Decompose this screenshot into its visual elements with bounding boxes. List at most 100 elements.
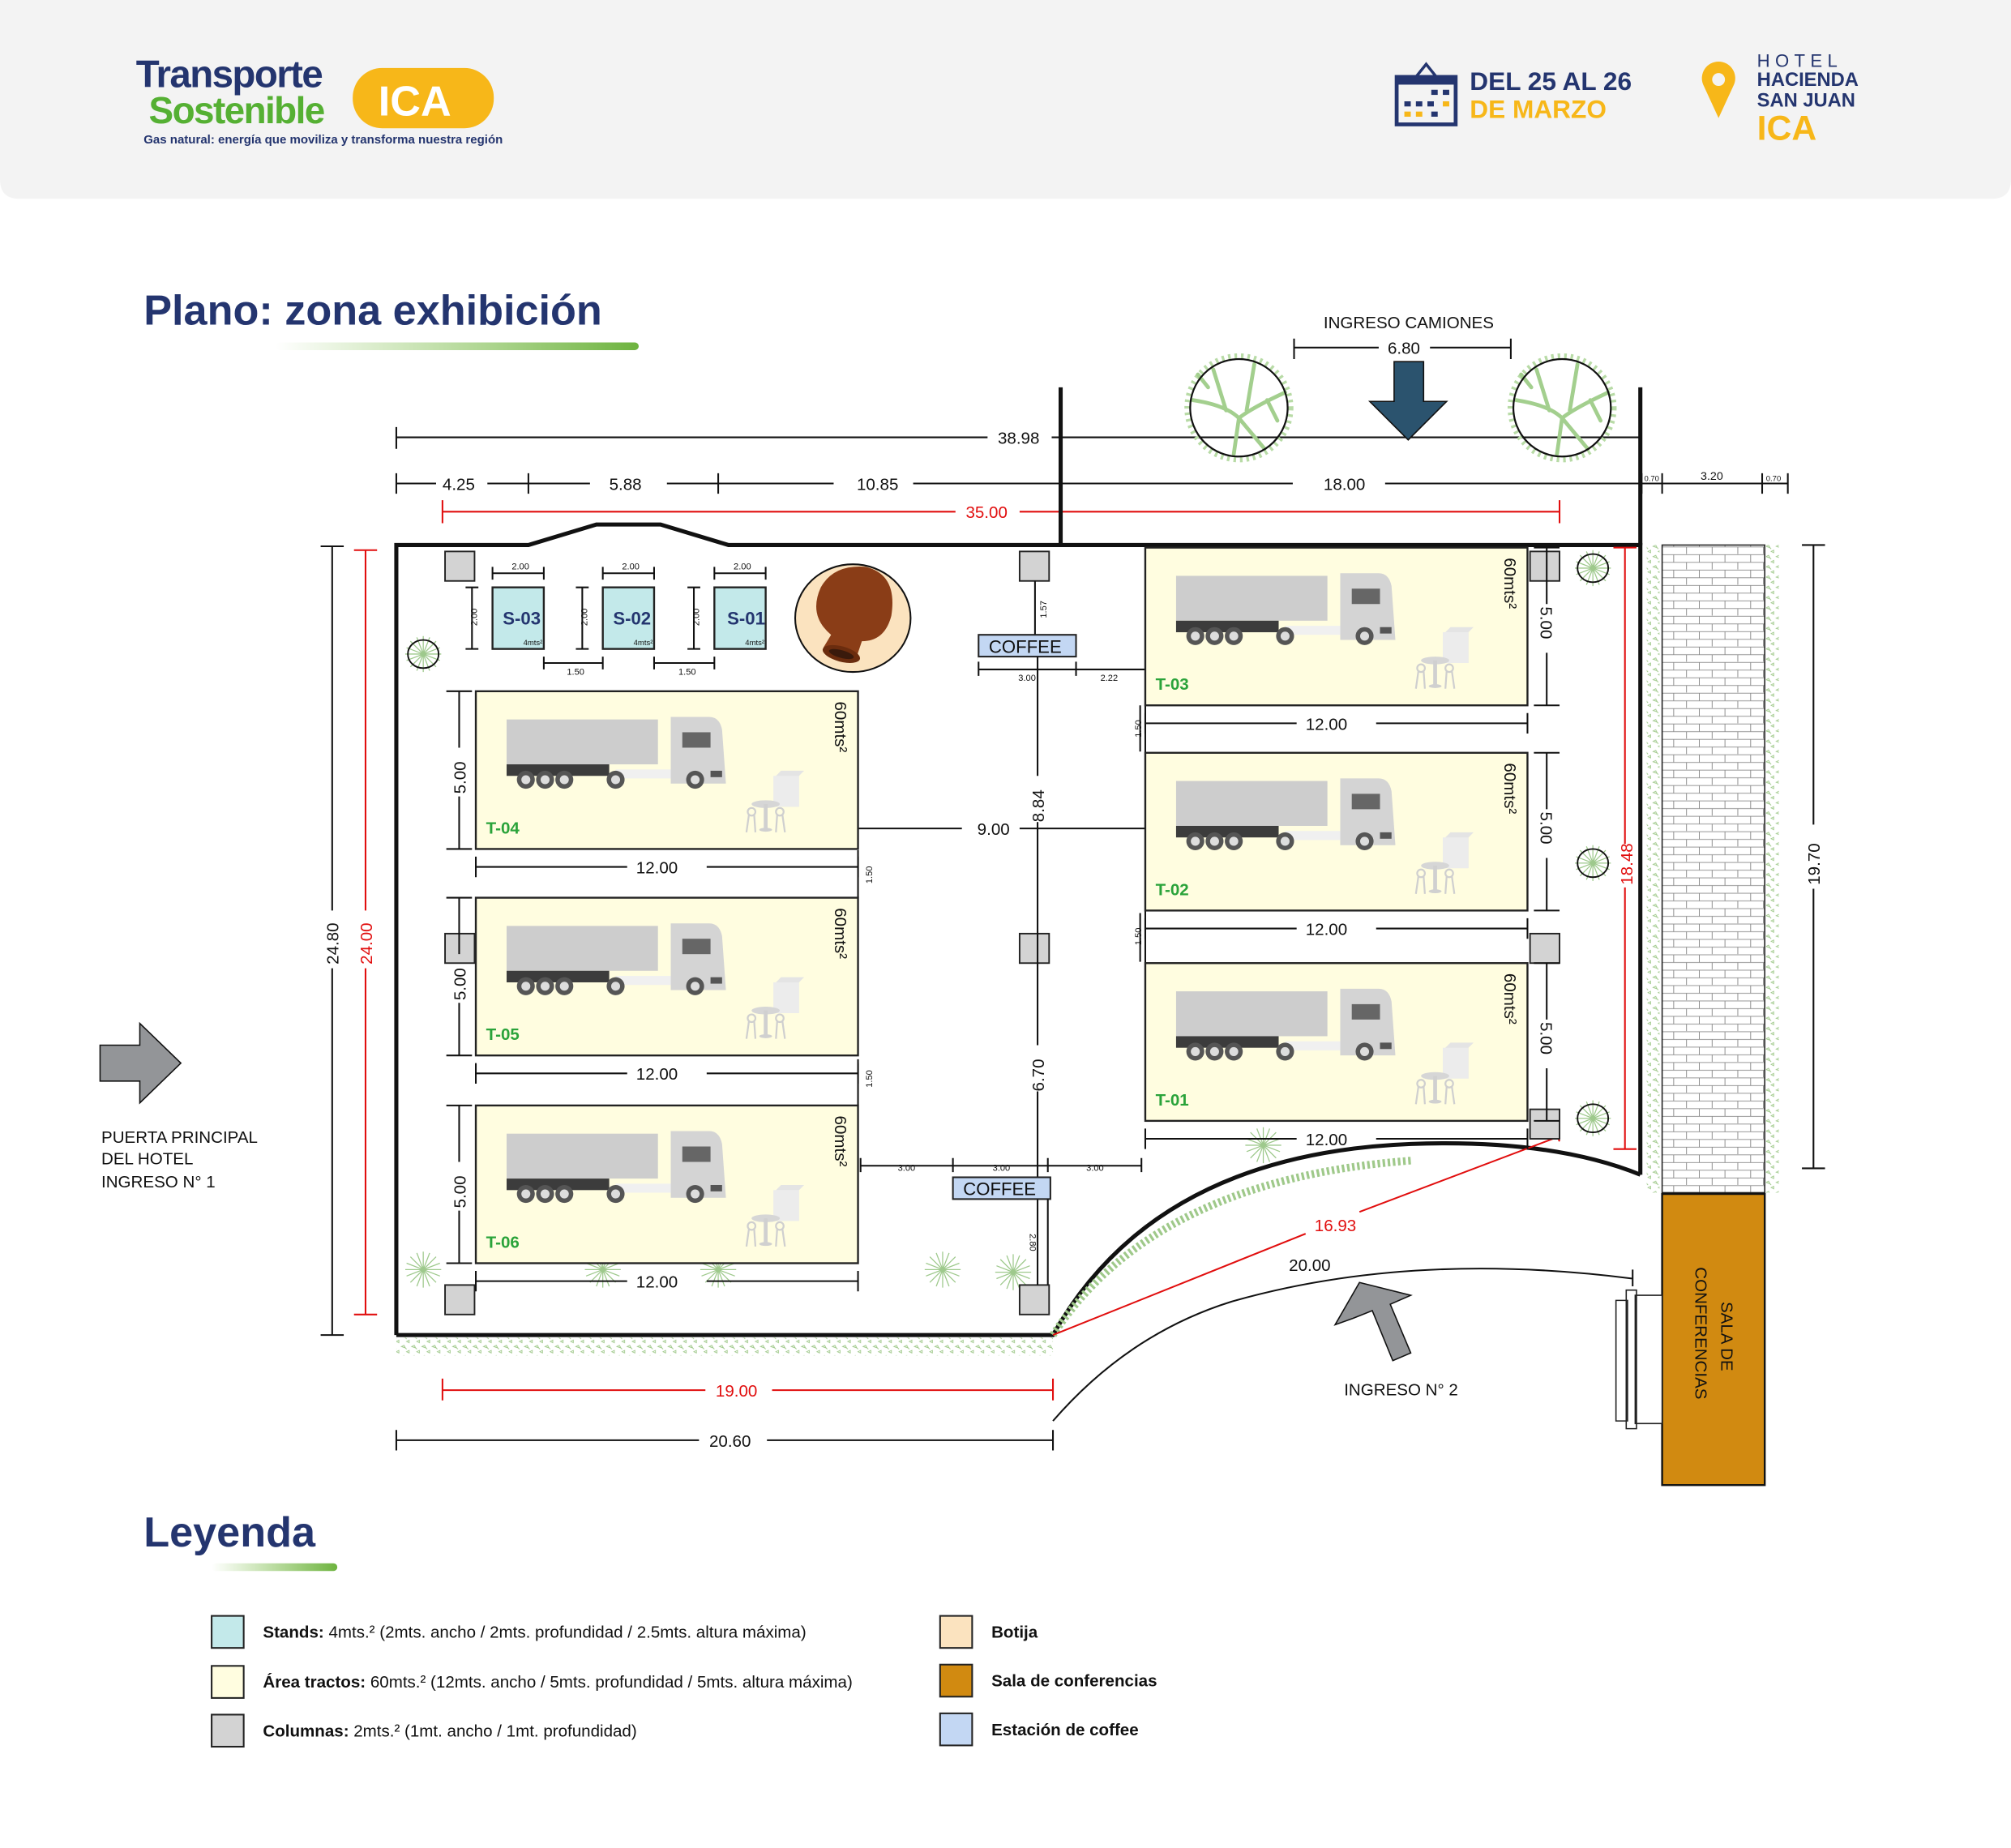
dim-left-total: 24.80 (324, 922, 343, 964)
stand-area: 4mts² (524, 639, 543, 648)
legend-text: Sala de conferencias (991, 1672, 1157, 1691)
main-entrance: PUERTA PRINCIPAL DEL HOTEL INGRESO N° 1 (99, 1021, 258, 1191)
logo-line2: Sostenible (149, 89, 324, 131)
legend-item: Botija (939, 1615, 1038, 1649)
coffee-station-bottom[interactable]: 3.00 3.00 3.00 COFFEE 2.80 (859, 1157, 1143, 1285)
entrance-2: INGRESO N° 2 (1333, 1281, 1458, 1399)
dim-tract-width: 12.00 (636, 859, 678, 878)
dim-right-inner: 18.48 (1618, 843, 1637, 884)
venue-line1: HOTEL (1757, 50, 1842, 71)
legend-label: Sala de conferencias (991, 1672, 1157, 1691)
dim-tract-height: 5.00 (451, 968, 469, 1000)
legend-swatch (939, 1615, 973, 1649)
top-dimensions: 38.98 4.25 5.88 10.85 18.00 0.70 3.20 0.… (395, 426, 1789, 524)
legend-text: Estación de coffee (991, 1721, 1139, 1739)
legend-item: Stands: 4mts.² (2mts. ancho / 2mts. prof… (211, 1615, 807, 1649)
bottom-dimensions: 19.00 20.60 16.93 20.00 (395, 1135, 1634, 1451)
conference-label-line2: CONFERENCIAS (1692, 1267, 1710, 1399)
building-walls (394, 387, 1643, 1356)
legend-label: Stands: (263, 1623, 323, 1642)
tractor-areas: T-0460mts²12.005.00T-0560mts²12.005.00T-… (446, 546, 1560, 1292)
dim-coffee-bottom-w2: 3.00 (993, 1164, 1011, 1174)
columns (444, 550, 1560, 1315)
stand-s02[interactable]: 2.00 2.00 S-02 4mts² (575, 563, 656, 650)
tractor-area-size: 60mts² (831, 1116, 849, 1167)
header: Transporte Sostenible ICA Gas natural: e… (0, 0, 2011, 199)
main-entrance-label-line2: DEL HOTEL (101, 1150, 193, 1169)
left-dimensions: 24.80 24.00 (320, 545, 378, 1337)
dim-stand-h: 2.00 (470, 609, 480, 627)
dim-coffee-bottom-w3: 3.00 (1086, 1164, 1104, 1174)
stand-id: S-01 (727, 609, 765, 629)
legend-text: Columnas: 2mts.² (1mt. ancho / 1mt. prof… (263, 1722, 636, 1740)
entrance-2-arrow-icon (1333, 1281, 1413, 1362)
legend-swatch (211, 1713, 245, 1748)
stand-area: 4mts² (634, 639, 653, 648)
dim-aisle-top: 8.84 (1029, 789, 1048, 822)
dim-stand-gap: 1.50 (567, 667, 584, 677)
dim-tract-width: 12.00 (1306, 715, 1347, 734)
coffee-label: COFFEE (989, 636, 1062, 657)
legend-label: Área tractos: (263, 1673, 366, 1692)
dim-stand-w: 2.00 (622, 563, 640, 572)
conference-room[interactable]: SALA DE CONFERENCIAS (1615, 1192, 1766, 1487)
legend-swatch (939, 1663, 973, 1698)
event-logo[interactable]: Transporte Sostenible ICA Gas natural: e… (136, 53, 503, 148)
truck-icon (1175, 778, 1396, 851)
dim-inner-width: 35.00 (965, 503, 1007, 522)
legend-item: Estación de coffee (939, 1712, 1139, 1747)
column (1529, 1108, 1560, 1140)
dim-tract-width: 12.00 (1306, 1131, 1347, 1149)
dim-aisle: 9.00 (978, 820, 1010, 839)
stand-id: S-02 (613, 609, 651, 629)
logo-badge (353, 67, 494, 129)
dim-coffee-top-w: 3.00 (1018, 674, 1036, 683)
stand-s01[interactable]: 2.00 2.00 S-01 4mts² (687, 563, 767, 650)
dim-tract-width: 12.00 (636, 1065, 678, 1084)
stands: 2.00 2.00 S-03 4mts² 2.00 2.00 S-02 4mts… (465, 563, 767, 677)
stand-area: 4mts² (745, 639, 764, 648)
dim-tract-height: 5.00 (1536, 812, 1555, 845)
logo-badge-text: ICA (379, 78, 451, 125)
truck-icon (507, 923, 726, 995)
dim-gap: 1.50 (1134, 720, 1144, 738)
stand-s03[interactable]: 2.00 2.00 S-03 4mts² (465, 563, 546, 650)
coffee-station-top[interactable]: 1.57 COFFEE 3.00 2.22 (978, 580, 1145, 1285)
coffee-label: COFFEE (963, 1179, 1036, 1200)
main-entrance-arrow-icon (99, 1021, 182, 1105)
dim-gap: 1.50 (865, 1070, 875, 1088)
entrance-2-label: INGRESO N° 2 (1344, 1380, 1458, 1399)
dim-coffee-bottom-w1: 3.00 (898, 1164, 916, 1174)
legend-swatch (211, 1665, 245, 1699)
dim-seg1: 4.25 (443, 475, 475, 494)
tractor-area-id: T-03 (1156, 675, 1189, 694)
column (444, 550, 476, 582)
dim-seg3: 10.85 (857, 475, 898, 494)
legend-label: Estación de coffee (991, 1721, 1139, 1739)
tractor-area-id: T-01 (1156, 1091, 1189, 1110)
dim-tract-width: 12.00 (636, 1273, 678, 1292)
dim-side-c: 0.70 (1766, 474, 1781, 483)
dim-trucks-width: 6.80 (1388, 340, 1420, 358)
dim-arc: 20.00 (1289, 1256, 1330, 1275)
legend-description: 2mts.² (1mt. ancho / 1mt. profundidad) (349, 1722, 637, 1740)
venue-line3: SAN JUAN (1757, 90, 1855, 111)
calendar-icon (1394, 62, 1458, 126)
legend-description: 4mts.² (2mts. ancho / 2mts. profundidad … (324, 1623, 807, 1642)
truck-icon (1175, 988, 1396, 1061)
trucks-entrance: INGRESO CAMIONES 6.80 (1187, 314, 1613, 459)
plan-title-underline (276, 342, 639, 350)
legend-text: Stands: 4mts.² (2mts. ancho / 2mts. prof… (263, 1623, 806, 1642)
dim-gap: 1.50 (865, 866, 875, 884)
map-pin-icon (1701, 61, 1735, 118)
legend-swatch (211, 1615, 245, 1649)
column (1529, 932, 1560, 965)
brick-walkway (1646, 544, 1779, 1194)
legend-text: Área tractos: 60mts.² (12mts. ancho / 5m… (263, 1673, 852, 1692)
